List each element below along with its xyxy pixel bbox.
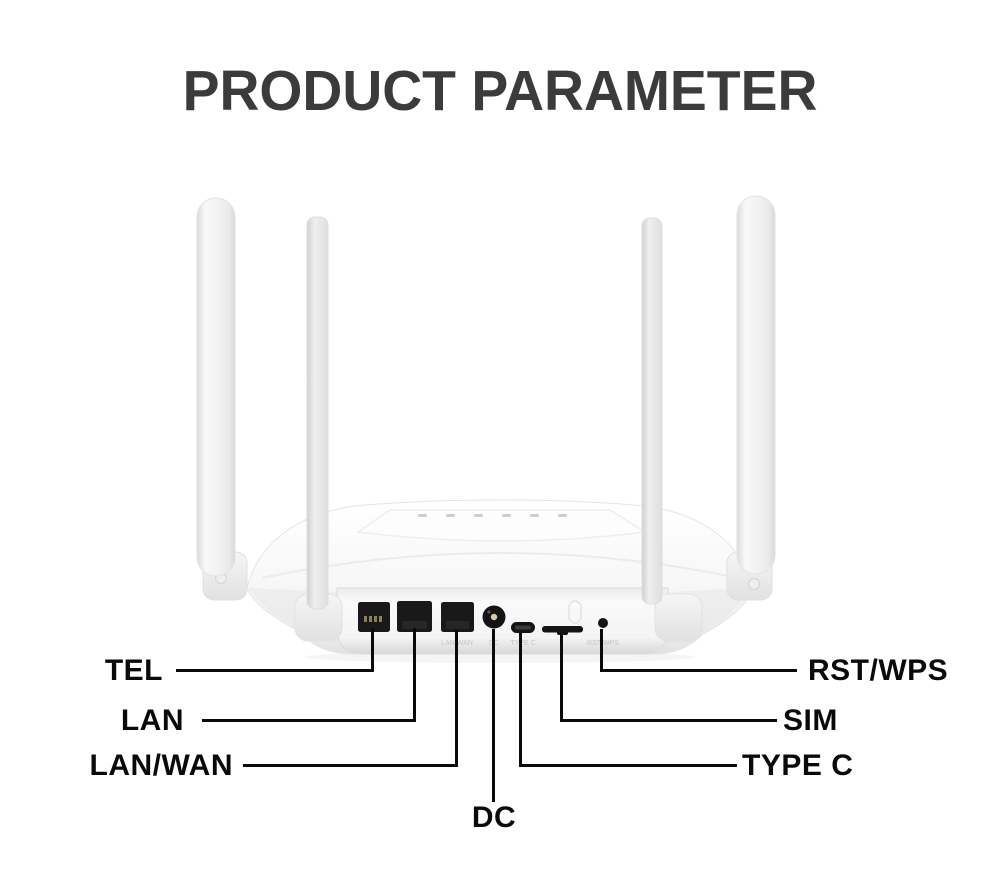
sim-card-slot [542, 626, 583, 635]
callout-line-rst-wps-horizontal [600, 669, 797, 672]
callout-label-sim: SIM [783, 704, 838, 737]
callout-line-type-c-vertical [519, 633, 522, 767]
reset-wps-button [598, 618, 608, 628]
callout-line-lan-horizontal [202, 719, 416, 722]
callout-line-type-c-horizontal [519, 764, 737, 767]
usb-type-c-port [511, 622, 535, 633]
callout-line-tel-horizontal [176, 669, 373, 672]
callout-line-sim-vertical [560, 634, 563, 722]
callout-line-sim-horizontal [560, 719, 777, 722]
panel-seam [568, 600, 582, 624]
hinge-screw-icon [747, 577, 761, 591]
antenna-outer-right [736, 195, 776, 575]
panel-label-type-c: TYPE C [510, 640, 535, 647]
antenna-foot-right [654, 593, 703, 642]
lan-port [397, 601, 432, 632]
callout-line-rst-wps-vertical [600, 629, 603, 672]
led-icon [530, 514, 539, 517]
callout-label-rst-wps: RST/WPS [808, 654, 949, 687]
led-indicators [418, 514, 567, 517]
callout-line-lan-wan-vertical [455, 630, 458, 767]
antenna-outer-left [196, 197, 236, 577]
callout-label-lan-wan: LAN/WAN [89, 749, 233, 782]
antenna-inner-left [306, 216, 329, 610]
dc-power-jack [482, 605, 506, 629]
callout-label-tel: TEL [104, 654, 163, 687]
router-illustration: LAN/WAN DC TYPE C RST/WPS [196, 195, 776, 663]
callout-line-lan-vertical [413, 628, 416, 722]
antenna-inner-right [641, 217, 663, 605]
led-icon [446, 514, 455, 517]
callout-label-lan: LAN [120, 704, 184, 737]
callout-line-lan-wan-horizontal [243, 764, 458, 767]
led-icon [502, 514, 511, 517]
led-icon [474, 514, 483, 517]
callout-label-type-c: TYPE C [742, 749, 854, 782]
callout-line-dc-vertical [492, 629, 495, 802]
callout-label-dc: DC [471, 801, 517, 834]
led-icon [558, 514, 567, 517]
callout-line-tel-vertical [371, 628, 374, 672]
top-surface-panel [355, 509, 648, 542]
page-title: PRODUCT PARAMETER [182, 59, 818, 123]
tel-port [358, 602, 390, 632]
led-icon [418, 514, 427, 517]
lan-wan-port [441, 602, 474, 632]
panel-label-rst-wps: RST/WPS [587, 640, 619, 647]
